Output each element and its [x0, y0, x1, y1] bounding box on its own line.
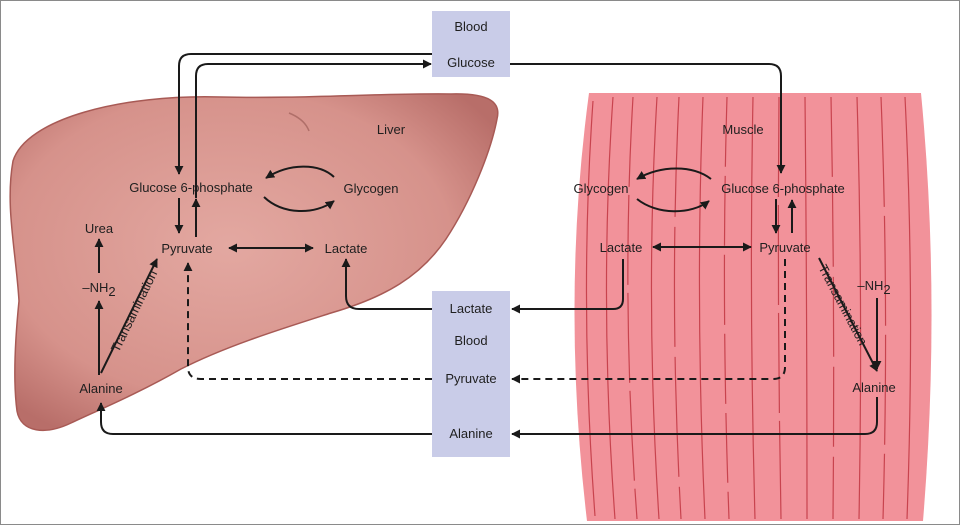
- liver-glycogen-label: Glycogen: [344, 181, 399, 196]
- liver-lobe-line: [288, 112, 310, 132]
- liver-urea-label: Urea: [85, 221, 114, 236]
- liver-alanine-label: Alanine: [79, 381, 122, 396]
- liver-nh2-label: –NH2: [82, 280, 115, 299]
- liver-shape: [9, 93, 499, 431]
- liver-pyruvate-label: Pyruvate: [161, 241, 212, 256]
- arrow-muscle-pyruvate-to-blood: [511, 259, 786, 384]
- arrow-liver-g6p-to-glycogen: [263, 196, 335, 212]
- arrow-glucose-to-muscle: [510, 63, 786, 174]
- blood-top-label: Blood: [454, 19, 487, 34]
- liver-lactate-label: Lactate: [325, 241, 368, 256]
- muscle-glucose6p-label: Glucose 6-phosphate: [721, 181, 845, 196]
- arrow-muscle-glycogen-to-g6p: [636, 198, 710, 213]
- arrow-muscle-transamination: [818, 257, 878, 372]
- arrow-blood-alanine-to-liver: [96, 402, 432, 435]
- blood-glucose-label: Glucose: [447, 55, 495, 70]
- arrow-liver-transamination: [100, 258, 158, 374]
- muscle-lactate-label: Lactate: [600, 240, 643, 255]
- muscle-pyruvate-label: Pyruvate: [759, 240, 810, 255]
- arrow-muscle-lactate-to-blood: [511, 259, 624, 314]
- blood-box-bottom: [432, 291, 510, 457]
- muscle-shape: [574, 93, 932, 521]
- blood-pyruvate-label: Pyruvate: [445, 371, 496, 386]
- muscle-nh2-label: –NH2: [857, 278, 890, 297]
- muscle-title: Muscle: [722, 122, 763, 137]
- arrow-blood-lactate-to-liver: [341, 258, 432, 310]
- arrow-liver-glycogen-to-g6p: [265, 165, 335, 179]
- arrow-glucose-to-liver-g6p: [174, 53, 432, 175]
- arrow-muscle-g6p-to-glycogen: [636, 167, 712, 180]
- blood-lactate-label: Lactate: [450, 301, 493, 316]
- liver-title: Liver: [377, 122, 406, 137]
- blood-alanine-label: Alanine: [449, 426, 492, 441]
- arrow-muscle-alanine-to-blood: [511, 397, 878, 439]
- liver-glucose6p-label: Glucose 6-phosphate: [129, 180, 253, 195]
- blood-box-top: [432, 11, 510, 77]
- muscle-alanine-label: Alanine: [852, 380, 895, 395]
- blood-middle-label: Blood: [454, 333, 487, 348]
- arrow-blood-pyruvate-to-liver: [183, 262, 432, 380]
- arrow-liver-g6p-to-glucose: [195, 59, 432, 198]
- muscle-glycogen-label: Glycogen: [574, 181, 629, 196]
